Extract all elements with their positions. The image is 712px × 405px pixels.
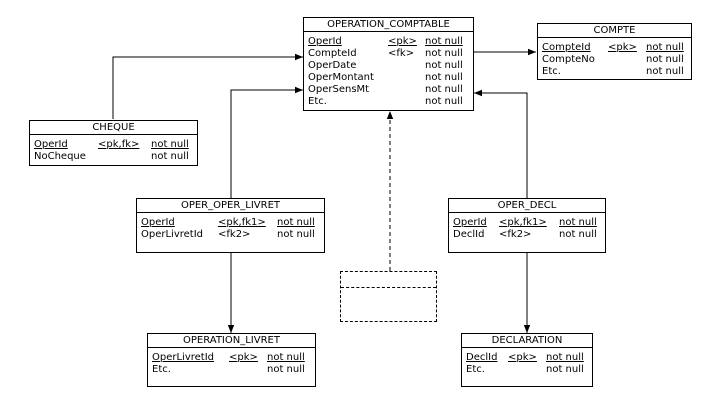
- entity-declaration[interactable]: DECLARATION DeclId <pk> not null Etc. no…: [461, 333, 593, 387]
- entity-title: CHEQUE: [30, 121, 197, 135]
- attribute-nullability: not null: [277, 229, 315, 240]
- dashed-placeholder-entity[interactable]: [340, 271, 437, 322]
- attribute-nullability: not null: [559, 217, 597, 228]
- attribute-name: CompteNo: [542, 54, 595, 65]
- attribute-nullability: not null: [425, 96, 463, 107]
- attribute-row: Etc. not null: [304, 96, 473, 108]
- attribute-nullability: not null: [277, 217, 315, 228]
- attribute-key: <pk>: [388, 36, 417, 47]
- entity-compte[interactable]: COMPTE CompteId <pk> not null CompteNo n…: [537, 23, 692, 80]
- attribute-key: <pk>: [229, 352, 258, 363]
- attribute-name: OperId: [141, 217, 175, 228]
- attribute-row: OperLivretId <pk> not null: [148, 352, 315, 364]
- entity-oper-decl[interactable]: OPER_DECL OperId <pk,fk1> not null DeclI…: [448, 198, 606, 253]
- attribute-nullability: not null: [425, 72, 463, 83]
- attribute-nullability: not null: [559, 229, 597, 240]
- attribute-nullability: not null: [151, 151, 189, 162]
- attribute-name: OperId: [453, 217, 487, 228]
- entity-title: DECLARATION: [462, 334, 592, 348]
- attribute-row: OperId <pk> not null: [304, 36, 473, 48]
- attribute-key: <pk>: [508, 352, 537, 363]
- entity-oper-oper-livret[interactable]: OPER_OPER_LIVRET OperId <pk,fk1> not nul…: [136, 198, 325, 253]
- attribute-nullability: not null: [646, 54, 684, 65]
- attribute-key: <pk,fk>: [98, 139, 140, 150]
- attribute-name: Etc.: [542, 66, 561, 77]
- attribute-nullability: not null: [267, 364, 305, 375]
- attribute-nullability: not null: [267, 352, 305, 363]
- placeholder-divider: [341, 287, 436, 288]
- attribute-nullability: not null: [546, 364, 584, 375]
- attribute-row: DeclId <pk> not null: [462, 352, 592, 364]
- attribute-row: Etc. not null: [538, 66, 691, 78]
- link-oper-oper-livret-to-operation: [230, 86, 303, 198]
- attribute-name: OperMontant: [308, 72, 374, 83]
- attribute-row: OperSensMt not null: [304, 84, 473, 96]
- attribute-nullability: not null: [151, 139, 189, 150]
- link-oper-decl-to-operation: [474, 89, 528, 198]
- attribute-row: CompteNo not null: [538, 54, 691, 66]
- attribute-row: OperDate not null: [304, 60, 473, 72]
- attribute-nullability: not null: [546, 352, 584, 363]
- attribute-row: OperId <pk,fk> not null: [30, 139, 197, 151]
- attribute-row: OperLivretId <fk2> not null: [137, 229, 324, 241]
- attribute-name: Etc.: [466, 364, 485, 375]
- attribute-key: <pk>: [608, 42, 637, 53]
- attribute-row: Etc. not null: [148, 364, 315, 376]
- entity-title: OPER_OPER_LIVRET: [137, 199, 324, 213]
- attribute-nullability: not null: [425, 36, 463, 47]
- entity-title: OPER_DECL: [449, 199, 605, 213]
- entity-cheque[interactable]: CHEQUE OperId <pk,fk> not null NoCheque …: [29, 120, 198, 166]
- attribute-nullability: not null: [425, 48, 463, 59]
- attribute-name: OperLivretId: [141, 229, 204, 240]
- attribute-name: OperId: [308, 36, 342, 47]
- attribute-nullability: not null: [646, 66, 684, 77]
- attribute-name: OperDate: [308, 60, 357, 71]
- attribute-nullability: not null: [425, 60, 463, 71]
- entity-title: OPERATION_LIVRET: [148, 334, 315, 348]
- attribute-name: DeclId: [453, 229, 485, 240]
- attribute-name: OperLivretId: [152, 352, 215, 363]
- attribute-row: CompteId <fk> not null: [304, 48, 473, 60]
- entity-title: OPERATION_COMPTABLE: [304, 18, 473, 32]
- attribute-row: CompteId <pk> not null: [538, 42, 691, 54]
- entity-operation-comptable[interactable]: OPERATION_COMPTABLE OperId <pk> not null…: [303, 17, 474, 111]
- attribute-name: NoCheque: [34, 151, 86, 162]
- attribute-name: CompteId: [308, 48, 357, 59]
- attribute-name: OperSensMt: [308, 84, 370, 95]
- attribute-nullability: not null: [646, 42, 684, 53]
- attribute-name: DeclId: [466, 352, 498, 363]
- attribute-key: <fk>: [388, 48, 415, 59]
- attribute-row: OperId <pk,fk1> not null: [449, 217, 605, 229]
- attribute-name: Etc.: [308, 96, 327, 107]
- attribute-name: OperId: [34, 139, 68, 150]
- entity-operation-livret[interactable]: OPERATION_LIVRET OperLivretId <pk> not n…: [147, 333, 316, 387]
- attribute-key: <pk,fk1>: [499, 217, 547, 228]
- attribute-row: OperMontant not null: [304, 72, 473, 84]
- attribute-name: CompteId: [542, 42, 591, 53]
- attribute-key: <fk2>: [499, 229, 532, 240]
- attribute-name: Etc.: [152, 364, 171, 375]
- attribute-row: DeclId <fk2> not null: [449, 229, 605, 241]
- attribute-row: Etc. not null: [462, 364, 592, 376]
- attribute-key: <fk2>: [218, 229, 251, 240]
- attribute-nullability: not null: [425, 84, 463, 95]
- attribute-row: NoCheque not null: [30, 151, 197, 163]
- attribute-row: OperId <pk,fk1> not null: [137, 217, 324, 229]
- attribute-key: <pk,fk1>: [218, 217, 266, 228]
- link-cheque-to-operation: [112, 53, 303, 119]
- entity-title: COMPTE: [538, 24, 691, 38]
